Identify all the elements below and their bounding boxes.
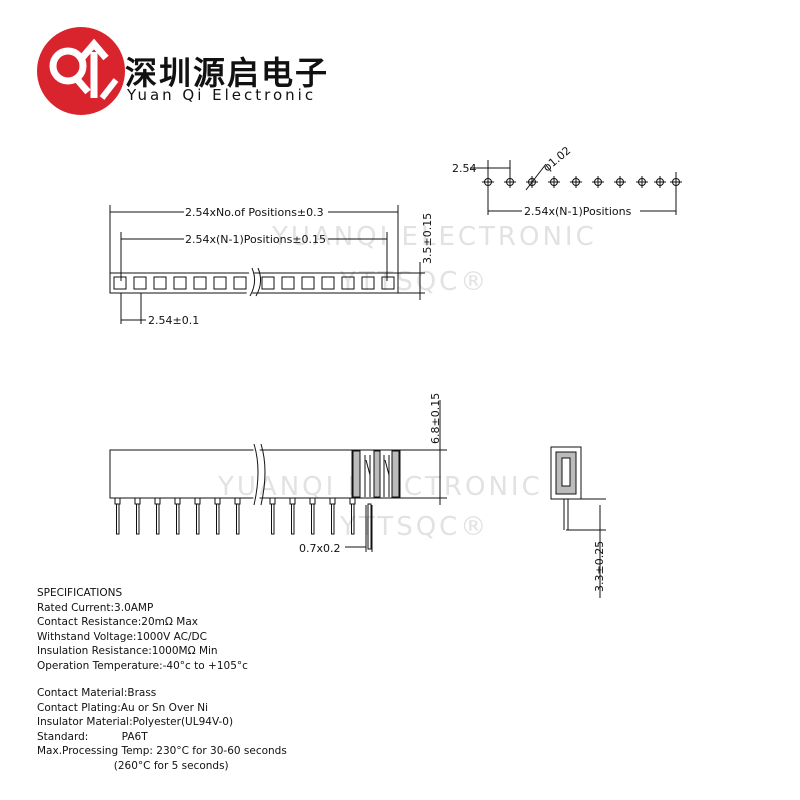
cavity-cell [281,276,295,290]
brand-name-en: Yuan Qi Electronic [127,86,317,104]
pcb-layout [470,160,682,215]
cavity-cell [341,276,355,290]
top-view [109,205,425,324]
pin [331,503,335,535]
pin [291,503,295,535]
logo-icon [37,27,125,115]
pin [367,503,372,550]
pin [351,503,355,535]
pin [271,503,275,535]
cavity-cell [193,276,207,290]
pin-shoulder [134,498,141,505]
spec-line: Rated Current:3.0AMP [37,601,154,614]
spec-line: Contact Plating:Au or Sn Over Ni [37,701,209,714]
pin [196,503,200,535]
brand-name-cn: 深圳源启电子 [125,54,330,92]
pin [236,503,240,535]
spec-line: Contact Resistance:20mΩ Max [37,616,198,628]
pin [216,503,220,535]
watermark-line1: YUANQI ELECTRONIC [271,222,597,252]
cavity-cell [361,276,375,290]
specifications-block: SPECIFICATIONS Rated Current:3.0AMP Cont… [37,586,287,773]
dim-width: 3.5±0.15 [421,213,434,264]
header: 深圳源启电子 Yuan Qi Electronic [0,0,800,120]
dim-pin-length: 3.3±0.25 [593,541,606,592]
pin-shoulder [154,498,161,505]
side-view [109,400,447,552]
cavity-cell [301,276,315,290]
spec-line: (260°C for 5 seconds) [37,759,229,772]
spec-line: Insulation Resistance:1000MΩ Min [37,645,218,657]
spec-line: Standard: PA6T [37,730,148,743]
cavity-cell [233,276,247,290]
pin [116,503,120,535]
spec-line: Withstand Voltage:1000V AC/DC [37,630,207,643]
pcb-pitch-label: 2.54 [452,162,477,175]
pin [176,503,180,535]
dim-pitch: 2.54±0.1 [148,314,199,327]
spec-line: Contact Material:Brass [37,687,157,699]
cavity-cell [153,276,167,290]
pin-shoulder [174,498,181,505]
pin-shoulder [114,498,121,505]
cavity-cell [133,276,147,290]
cavity-cell [173,276,187,290]
pin [156,503,160,535]
cavity-cell [113,276,127,290]
watermark-line2: YTTSQC® [339,267,489,297]
dim-height: 6.8±0.15 [429,393,442,444]
pin [311,503,315,535]
end-view [550,446,606,598]
cavity-cell [321,276,335,290]
dim-overall-length: 2.54xNo.of Positions±0.3 [185,206,324,219]
watermark-line2-lower: YTTSQC® [339,512,489,542]
spec-line: Operation Temperature:-40°c to +105°c [37,659,248,672]
specifications-heading: SPECIFICATIONS [37,587,123,599]
dim-pin-span: 2.54x(N-1)Positions±0.15 [185,233,326,246]
pin [136,503,140,535]
cavity-cell [381,276,395,290]
pcb-span-label: 2.54x(N-1)Positions [524,205,632,218]
dim-pin-size: 0.7x0.2 [299,542,341,555]
cavity-cell [261,276,275,290]
pcb-hole-diameter: φ1.02 [541,144,574,174]
spec-line: Insulator Material:Polyester(UL94V-0) [37,716,234,728]
spec-line: Max.Processing Temp: 230°C for 30-60 sec… [37,745,287,757]
cavity-cell [213,276,227,290]
pin-shoulder [194,498,201,505]
